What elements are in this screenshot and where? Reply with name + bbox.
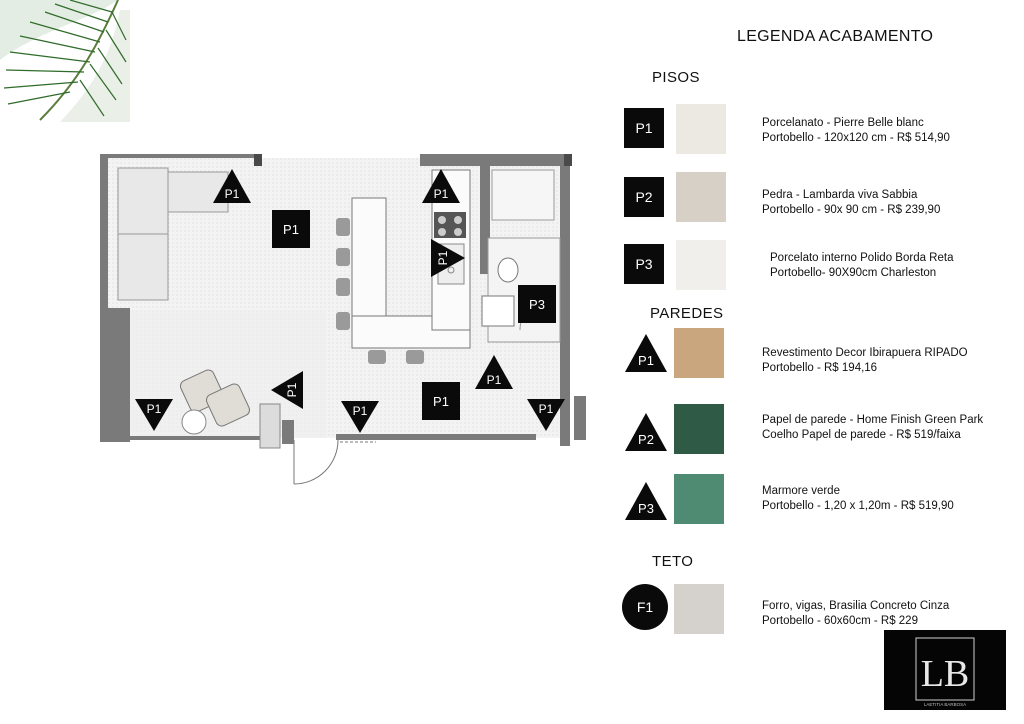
ceiling-desc-f1-line1: Forro, vigas, Brasilia Concreto Cinza — [762, 600, 950, 612]
wall-marker-p1: P1 — [625, 334, 667, 372]
plan-wall-tag-7-label: P1 — [353, 404, 368, 418]
floor-swatch-p2 — [676, 172, 726, 222]
wall-desc-p1-line2: Portobello - R$ 194,16 — [762, 362, 878, 374]
cooktop — [434, 212, 466, 238]
section-heading-teto: TETO — [652, 553, 694, 570]
plan-wall-tag-8: P1 — [527, 399, 565, 431]
wall-marker-p3: P3 — [625, 482, 667, 520]
floor-plan — [100, 154, 586, 485]
floor-swatch-p3 — [676, 240, 726, 290]
wall-desc-p3: Marmore verde Portobello - 1,20 x 1,20m … — [762, 484, 954, 514]
brand-logo-mark: LB LAETITIA BARBOSA — [915, 637, 975, 707]
wall-swatch-p3 — [674, 474, 724, 524]
service-area — [491, 169, 555, 221]
plan-wall-tag-2-label: P1 — [434, 187, 449, 201]
plan-wall-tag-1: P1 — [213, 169, 251, 203]
floor-marker-p3: P3 — [624, 244, 664, 284]
plan-wall-tag-4-label: P1 — [487, 373, 502, 387]
wall-marker-p3-label: P3 — [638, 501, 654, 516]
wall-desc-p2: Papel de parede - Home Finish Green Park… — [762, 413, 983, 443]
floor-desc-p1-line1: Porcelanato - Pierre Belle blanc — [762, 117, 924, 129]
floor-desc-p1-line2: Portobello - 120x120 cm - R$ 514,90 — [762, 132, 950, 144]
floor-desc-p2: Pedra - Lambarda viva Sabbia Portobello … — [762, 188, 940, 218]
section-heading-pisos: PISOS — [652, 69, 700, 86]
brand-small-text: LAETITIA BARBOSA — [924, 702, 966, 707]
plan-wall-tag-8-label: P1 — [539, 402, 554, 416]
plan-wall-tag-6-label: P1 — [147, 402, 162, 416]
legend-title: LEGENDA ACABAMENTO — [737, 28, 934, 45]
wall-desc-p3-line1: Marmore verde — [762, 485, 840, 497]
floor-marker-p2: P2 — [624, 177, 664, 217]
plan-wall-tag-3-label: P1 — [436, 250, 450, 265]
plan-wall-tag-5-label: P1 — [285, 382, 299, 397]
floor-desc-p2-line2: Portobello - 90x 90 cm - R$ 239,90 — [762, 204, 941, 216]
plan-wall-tag-6: P1 — [135, 399, 173, 431]
floor-desc-p3: Porcelato interno Polido Borda Reta Port… — [770, 251, 953, 281]
floor-marker-p1: P1 — [624, 108, 664, 148]
palm-leaf-decoration — [0, 0, 130, 122]
wall-desc-p1-line1: Revestimento Decor Ibirapuera RIPADO — [762, 347, 968, 359]
brand-monogram: LB — [921, 653, 970, 695]
plan-floor-tag-living: P1 — [272, 210, 310, 248]
wall-swatch-p2 — [674, 404, 724, 454]
wall-swatch-p1 — [674, 328, 724, 378]
wall-desc-p1: Revestimento Decor Ibirapuera RIPADO Por… — [762, 346, 968, 376]
wall-marker-p2: P2 — [625, 413, 667, 451]
entrance-door — [293, 439, 376, 485]
plan-wall-tag-7: P1 — [341, 401, 379, 433]
floor-swatch-p1 — [676, 104, 726, 154]
wall-desc-p2-line1: Papel de parede - Home Finish Green Park — [762, 414, 984, 426]
floor-desc-p3-line2: Portobello- 90X90cm Charleston — [770, 267, 937, 279]
plan-floor-tag-bathroom: P3 — [518, 285, 556, 323]
wall-marker-p2-label: P2 — [638, 432, 654, 447]
planter — [259, 403, 281, 449]
wall-marker-p1-label: P1 — [638, 353, 654, 368]
floor-desc-p1: Porcelanato - Pierre Belle blanc Portobe… — [762, 116, 950, 146]
ceiling-desc-f1: Forro, vigas, Brasilia Concreto Cinza Po… — [762, 599, 949, 629]
wall-posts — [254, 154, 572, 166]
floor-desc-p2-line1: Pedra - Lambarda viva Sabbia — [762, 189, 918, 201]
wall-desc-p2-line2: Coelho Papel de parede - R$ 519/faixa — [762, 429, 961, 441]
armchairs — [179, 369, 251, 435]
ceiling-marker-f1: F1 — [622, 584, 668, 630]
plan-wall-tag-2: P1 — [422, 169, 460, 203]
sofa — [117, 167, 229, 301]
wall-desc-p3-line2: Portobello - 1,20 x 1,20m - R$ 519,90 — [762, 500, 954, 512]
bar-stools — [336, 218, 424, 364]
ceiling-desc-f1-line2: Portobello - 60x60cm - R$ 229 — [762, 615, 918, 627]
plan-wall-tag-5: P1 — [271, 371, 303, 409]
plan-wall-tag-1-label: P1 — [225, 187, 240, 201]
plan-wall-tag-4: P1 — [475, 355, 513, 389]
brand-logo: LB LAETITIA BARBOSA — [884, 630, 1006, 710]
floor-desc-p3-line1: Porcelato interno Polido Borda Reta — [770, 252, 954, 264]
ceiling-swatch-f1 — [674, 584, 724, 634]
plan-wall-tag-3: P1 — [431, 239, 465, 277]
outer-walls — [100, 154, 586, 446]
plan-floor-tag-terrace: P1 — [422, 382, 460, 420]
section-heading-paredes: PAREDES — [650, 305, 724, 322]
